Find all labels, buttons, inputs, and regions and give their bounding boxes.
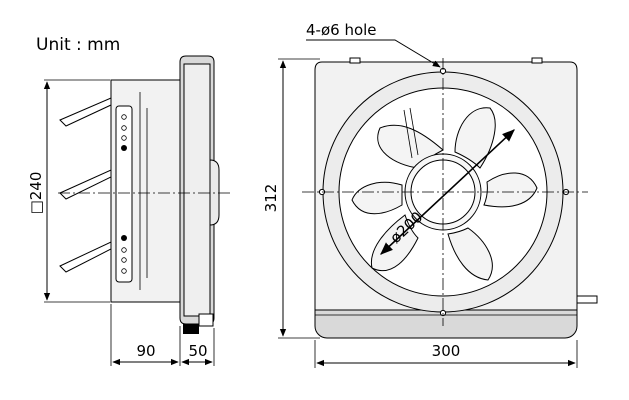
front-view: ø200 4-ø6 hole 312 300 bbox=[262, 21, 598, 368]
unit-label: Unit : mm bbox=[36, 35, 120, 55]
hole-label: 4-ø6 hole bbox=[306, 21, 377, 39]
dim-side-height: □240 bbox=[27, 172, 45, 215]
dim-depth-frame: 50 bbox=[188, 342, 207, 360]
louver-shutters bbox=[59, 97, 112, 273]
dim-depth-body: 90 bbox=[136, 342, 155, 360]
side-slot-panel bbox=[115, 105, 133, 283]
power-cord bbox=[576, 295, 598, 304]
side-foot bbox=[183, 324, 199, 334]
side-view: □240 90 50 bbox=[27, 55, 232, 366]
dim-front-width: 300 bbox=[432, 342, 461, 360]
dim-front-height: 312 bbox=[262, 184, 280, 213]
